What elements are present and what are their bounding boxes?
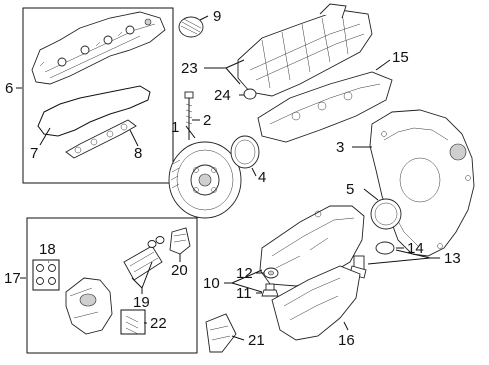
- callout-10: 10: [203, 275, 220, 292]
- drain-plug: [261, 283, 279, 297]
- seal-kit-22: [120, 309, 146, 335]
- callout-15: 15: [392, 49, 409, 66]
- callout-14: 14: [407, 240, 424, 257]
- callout-12: 12: [236, 265, 253, 282]
- callout-9: 9: [213, 8, 221, 25]
- callout-18: 18: [39, 241, 56, 258]
- valve-cover-group-box: [22, 7, 174, 184]
- callout-13: 13: [444, 250, 461, 267]
- oil-filler-cap: [178, 16, 204, 38]
- filter-o-rings: [147, 236, 165, 248]
- callout-8: 8: [134, 145, 142, 162]
- oil-filter-element: [123, 245, 163, 281]
- callout-24: 24: [214, 87, 231, 104]
- callout-5: 5: [346, 181, 354, 198]
- oil-pan-baffle: [205, 313, 237, 353]
- callout-11: 11: [236, 285, 252, 302]
- leader-lines: [16, 15, 440, 341]
- callout-7: 7: [30, 145, 38, 162]
- manifold-seal: [243, 88, 257, 100]
- callout-17: 17: [4, 270, 21, 287]
- callout-1: 1: [171, 119, 179, 136]
- callout-3: 3: [336, 139, 344, 156]
- callout-4: 4: [258, 169, 266, 186]
- cylinder-head-cover: [257, 71, 393, 143]
- timing-cover: [369, 109, 475, 257]
- callout-2: 2: [203, 112, 211, 129]
- bolt: [184, 91, 194, 140]
- vibration-damper: [168, 141, 242, 219]
- callout-labels: 1 2 3 4 5 6 7 8 9 10 11 12 13 14 15 16 1…: [4, 8, 461, 349]
- callout-6: 6: [5, 80, 13, 97]
- callout-20: 20: [171, 262, 188, 279]
- lower-oil-pan: [271, 265, 361, 341]
- front-crank-seal: [230, 135, 260, 169]
- filter-group-box: [26, 217, 198, 354]
- oil-filter-housing: [65, 277, 113, 335]
- spark-plug-seal: [65, 119, 137, 159]
- valve-cover-gasket: [37, 85, 151, 137]
- callout-19: 19: [133, 294, 150, 311]
- callout-22: 22: [150, 315, 167, 332]
- upper-oil-pan: [259, 205, 365, 287]
- drain-plug-cover: [375, 241, 395, 255]
- timing-cover-seal: [370, 198, 402, 230]
- valve-cover: [31, 11, 166, 85]
- oil-filter-cap: [169, 227, 191, 255]
- callout-21: 21: [248, 332, 265, 349]
- drain-washer: [263, 267, 279, 279]
- callout-23: 23: [181, 60, 198, 77]
- seal-kit-18: [32, 259, 60, 291]
- callout-16: 16: [338, 332, 355, 349]
